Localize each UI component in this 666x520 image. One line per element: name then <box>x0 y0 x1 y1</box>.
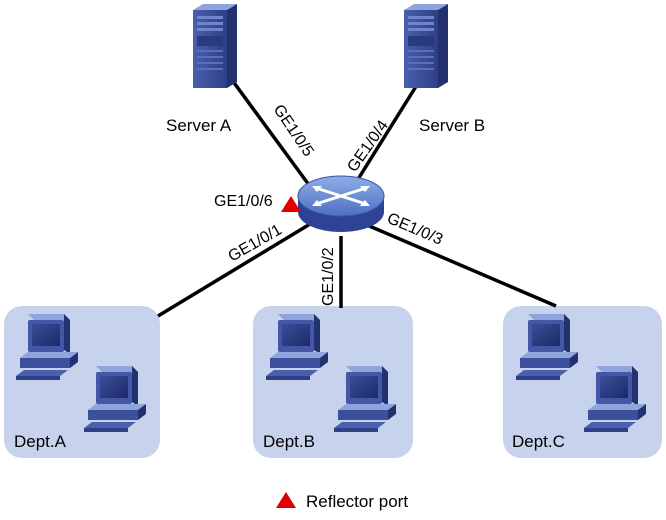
dept-a-label: Dept.A <box>14 432 67 451</box>
link-dept-a <box>157 216 321 318</box>
link-dept-c <box>359 220 557 308</box>
server-a-icon <box>193 4 237 88</box>
legend-label: Reflector port <box>306 492 408 511</box>
link-server-a <box>230 78 322 202</box>
legend: Reflector port <box>276 492 408 511</box>
dept-c-label: Dept.C <box>512 432 565 451</box>
port-label-ge102: GE1/0/2 <box>320 247 337 306</box>
port-label-ge105: GE1/0/5 <box>270 102 317 160</box>
port-label-ge106: GE1/0/6 <box>214 193 273 210</box>
server-a-label: Server A <box>166 116 232 135</box>
server-b-label: Server B <box>419 116 485 135</box>
server-b-icon <box>404 4 448 88</box>
legend-triangle-icon <box>276 492 296 508</box>
switch-icon <box>297 175 385 232</box>
reflector-port-icon <box>281 196 301 212</box>
dept-b-label: Dept.B <box>263 432 315 451</box>
port-label-ge104: GE1/0/4 <box>344 117 392 175</box>
port-label-ge103: GE1/0/3 <box>384 210 445 249</box>
